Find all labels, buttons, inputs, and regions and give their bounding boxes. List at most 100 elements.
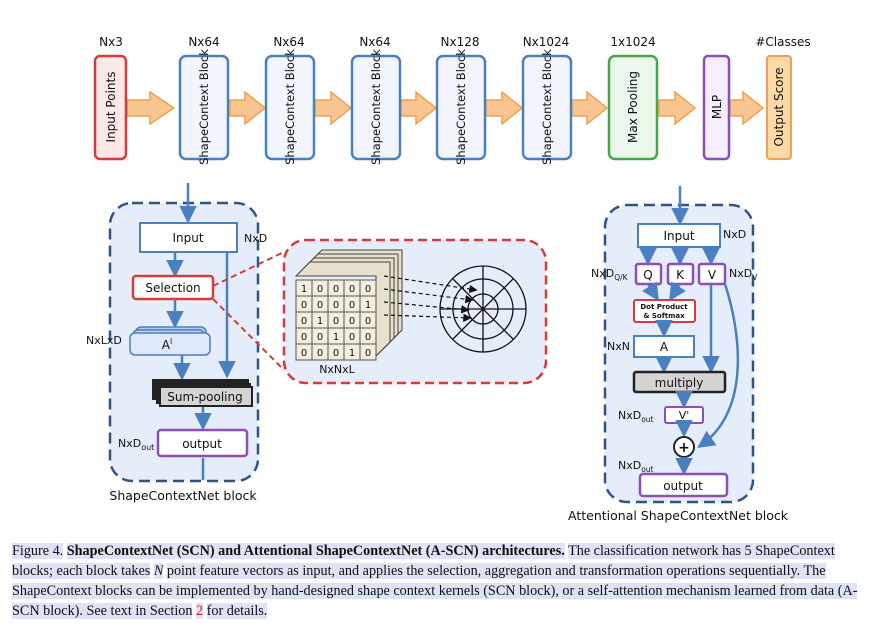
block-label: MLP (710, 95, 724, 119)
ascn-output-label: output (663, 479, 703, 493)
dot-product-label: & Softmax (643, 312, 685, 320)
matrix-cell: 0 (333, 348, 339, 359)
matrix-cell: 0 (333, 316, 339, 327)
shapecontext-block (521, 54, 573, 161)
a-l-label: Al (162, 337, 172, 352)
scn-nxlxd-label: NxLxD (86, 334, 122, 347)
dim-label: #Classes (755, 35, 810, 49)
matrix-cell: 0 (349, 284, 355, 295)
plus-symbol: + (678, 440, 690, 456)
sum-pooling-label: Sum-pooling (167, 390, 242, 404)
matrix-cell: 1 (333, 332, 339, 343)
nxd-out-label: NxDout (618, 459, 654, 474)
architecture-figure: Nx3 Nx64 Nx64 Nx64 Nx128 Nx1024 1x1024 #… (86, 35, 811, 523)
block-label: ShapeContext Block (369, 49, 383, 165)
caption-n: N (153, 563, 164, 579)
block-label: ShapeContext Block (540, 49, 554, 165)
shape-context-bins (439, 265, 527, 353)
shapecontext-block (350, 54, 402, 161)
a-label: A (660, 340, 669, 354)
matrix-cell: 0 (349, 332, 355, 343)
block-label: ShapeContext Block (283, 49, 297, 165)
input-points-block (93, 54, 128, 161)
selection-label: Selection (145, 281, 200, 295)
scn-nxd-label: NxD (244, 232, 267, 245)
flow-arrow (729, 90, 765, 126)
matrix-cell: 0 (365, 316, 371, 327)
block-label: Max Pooling (626, 71, 640, 143)
matrix-cell: 0 (301, 348, 307, 359)
matrix-cell: 1 (349, 348, 355, 359)
flow-arrow (126, 90, 176, 126)
flow-arrow (229, 90, 267, 126)
matrix-cell: 0 (317, 284, 323, 295)
scn-input-label: Input (172, 231, 203, 245)
dot-product-label: Dot Product (640, 303, 688, 311)
multiply-label: multiply (655, 376, 704, 390)
dim-label: 1x1024 (610, 35, 655, 49)
dim-label: Nx64 (273, 35, 304, 49)
matrix-cell: 0 (301, 316, 307, 327)
nxd-qk-label: NxDQ/K (591, 267, 629, 282)
flow-arrow (400, 90, 438, 126)
block-label: ShapeContext Block (197, 49, 211, 165)
kernel-dim-label: NxNxL (319, 363, 355, 376)
matrix-cell: 0 (365, 332, 371, 343)
nxd-v-label: NxDV (729, 267, 758, 282)
pipeline-dims: Nx3 Nx64 Nx64 Nx64 Nx128 Nx1024 1x1024 #… (99, 35, 810, 49)
v-prime-label: V' (679, 409, 690, 422)
scn-block-title: ShapeContextNet block (109, 488, 257, 503)
block-label: Output Score (772, 67, 786, 146)
matrix-cell: 0 (349, 300, 355, 311)
flow-line (642, 281, 659, 301)
matrix-cell: 0 (317, 300, 323, 311)
shapecontext-block (178, 54, 230, 161)
zoom-line (212, 251, 285, 287)
scn-input-box (139, 222, 238, 253)
flow-arrow (485, 90, 524, 126)
shapecontext-block (264, 54, 316, 161)
dim-label: Nx64 (359, 35, 390, 49)
block-label: ShapeContext Block (454, 49, 468, 165)
kernel-matrix (295, 279, 377, 361)
residual-line (697, 283, 740, 448)
flow-arrow (658, 90, 697, 126)
dim-label: Nx1024 (523, 35, 570, 49)
a-l-stack (129, 326, 211, 356)
zoom-line (212, 298, 285, 371)
nxn-label: NxN (607, 340, 630, 353)
matrix-cell: 0 (349, 316, 355, 327)
kernel-zoom: 1 0 0 0 0 0 0 0 0 1 0 1 0 0 0 0 0 1 0 0 (212, 238, 548, 385)
matrix-cell: 0 (317, 332, 323, 343)
figure-caption: Figure 4. ShapeContextNet (SCN) and Atte… (12, 541, 874, 621)
caption-text: for details. (206, 603, 268, 619)
dim-label: Nx3 (99, 35, 123, 49)
k-label: K (676, 268, 685, 282)
matrix-cell: 1 (317, 316, 323, 327)
scn-nxd-out-label: NxDout (118, 437, 154, 452)
max-pooling-block (607, 54, 659, 161)
v-label: V (708, 268, 717, 282)
pipeline-arrows (126, 90, 765, 126)
flow-arrow (571, 90, 609, 126)
sum-pooling-stack (152, 379, 253, 407)
matrix-cell: 1 (365, 300, 371, 311)
matrix-cell: 0 (301, 332, 307, 343)
matrix-cell: 0 (301, 300, 307, 311)
caption-figure-number: Figure 4. (12, 543, 64, 559)
matrix-cell: 0 (333, 300, 339, 311)
q-label: Q (643, 268, 652, 282)
ascn-output-box (638, 472, 729, 498)
ascn-input-label: Input (663, 229, 694, 243)
nxd-out-label: NxDout (618, 409, 654, 424)
ascn-block-title: Attentional ShapeContextNet block (568, 508, 789, 523)
ascn-block: Input NxD Q K V NxDQ/K NxDV Dot Product … (568, 186, 789, 523)
mlp-block (702, 54, 731, 161)
matrix-cell: 0 (333, 284, 339, 295)
dim-label: Nx64 (188, 35, 219, 49)
section-link[interactable]: 2 (196, 603, 204, 619)
dim-label: Nx128 (441, 35, 480, 49)
caption-title: ShapeContextNet (SCN) and Attentional Sh… (66, 543, 565, 559)
matrix-cell: 0 (365, 348, 371, 359)
selection-box (131, 274, 215, 301)
